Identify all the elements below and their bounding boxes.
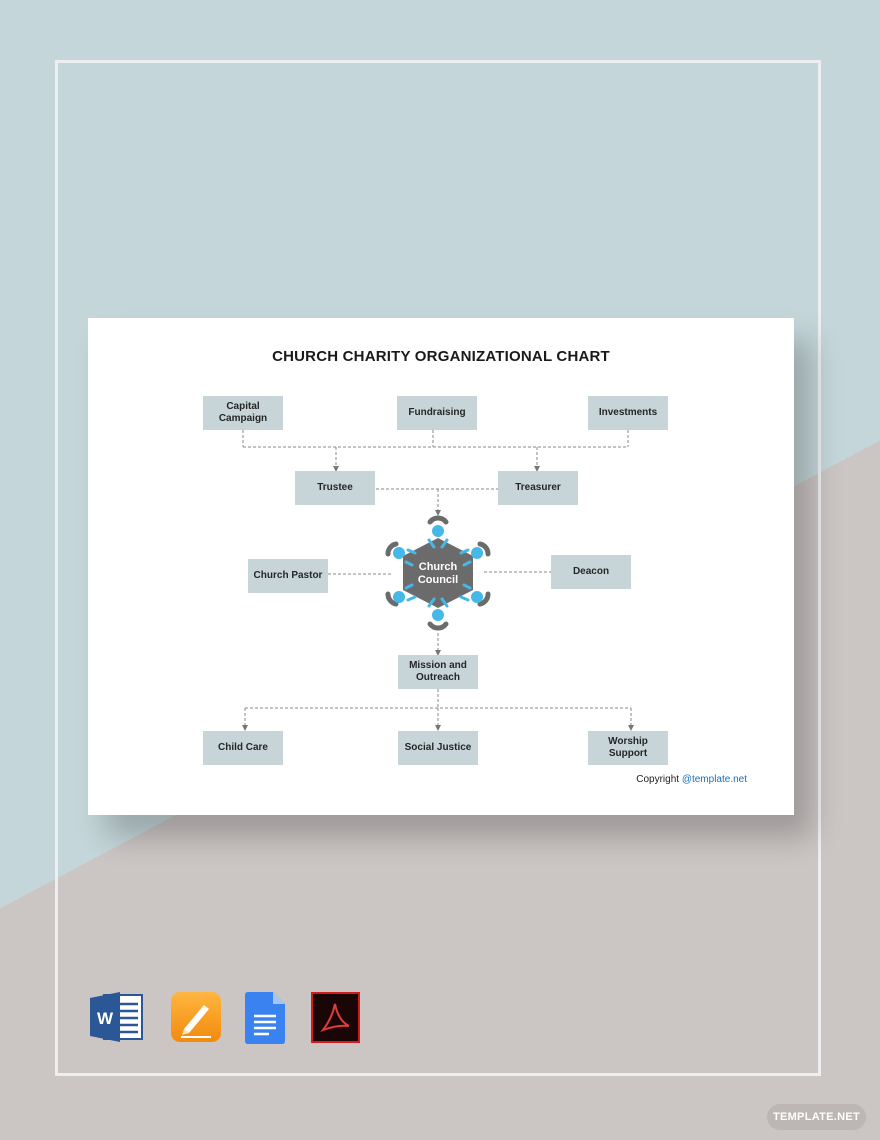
node-worship-support: Worship Support: [588, 731, 668, 765]
node-trustee: Trustee: [295, 471, 375, 505]
node-treasurer: Treasurer: [498, 471, 578, 505]
connector-lines: [242, 430, 634, 731]
copyright-prefix: Copyright: [636, 774, 682, 785]
svg-text:W: W: [97, 1009, 114, 1028]
node-church-pastor: Church Pastor: [248, 559, 328, 593]
copyright-text: Copyright @template.net: [636, 774, 747, 785]
node-mission-outreach: Mission and Outreach: [398, 655, 478, 689]
node-fundraising: Fundraising: [397, 396, 477, 430]
node-child-care: Child Care: [203, 731, 283, 765]
pdf-icon[interactable]: [311, 992, 361, 1049]
pages-icon[interactable]: [171, 992, 223, 1049]
node-investments: Investments: [588, 396, 668, 430]
chart-title: CHURCH CHARITY ORGANIZATIONAL CHART: [272, 348, 610, 365]
template-net-badge[interactable]: TEMPLATE.NET: [767, 1104, 866, 1130]
google-docs-icon[interactable]: [245, 992, 287, 1049]
node-capital-campaign: Capital Campaign: [203, 396, 283, 430]
word-icon[interactable]: W: [90, 992, 146, 1047]
decorative-frame: [55, 60, 821, 1076]
node-deacon: Deacon: [551, 555, 631, 589]
church-council-icon: [385, 515, 491, 631]
org-chart-card: CHURCH CHARITY ORGANIZATIONAL CHART Capi…: [88, 318, 794, 815]
node-church-council: Church Council: [417, 561, 459, 586]
copyright-link[interactable]: @template.net: [681, 774, 747, 785]
node-social-justice: Social Justice: [398, 731, 478, 765]
